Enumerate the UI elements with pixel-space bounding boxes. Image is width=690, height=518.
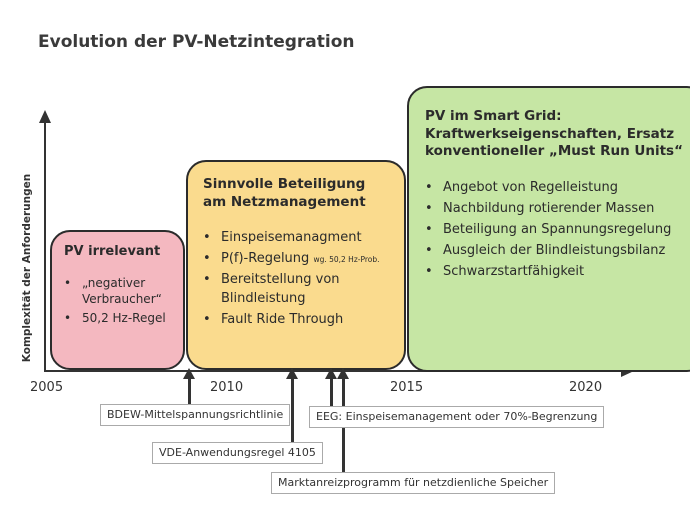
- phase-item-note: wg. 50,2 Hz-Prob.: [313, 255, 380, 265]
- phase-item: 50,2 Hz-Regel: [64, 310, 173, 326]
- phase-item: „negativer Verbraucher“: [64, 275, 173, 307]
- x-tick-2005: 2005: [30, 380, 64, 395]
- milestone-arrow: [325, 368, 337, 406]
- phase-box-smart-grid: PV im Smart Grid: Kraftwerkseigenschafte…: [407, 86, 690, 372]
- phase-item: Bereitstellung von Blindleistung: [203, 271, 392, 307]
- phase-box-pv-irrelevant: PV irrelevant „negativer Verbraucher“ 50…: [50, 230, 185, 370]
- phase-item: Schwarzstartfähigkeit: [425, 263, 690, 281]
- phase-item: Fault Ride Through: [203, 311, 392, 329]
- phase-item: Angebot von Regelleistung: [425, 179, 690, 197]
- x-tick-2010: 2010: [210, 380, 244, 395]
- milestone-arrow: [183, 368, 195, 404]
- phase-item-text: P(f)-Regelung: [221, 251, 310, 267]
- diagram-title: Evolution der PV-Netzintegration: [38, 32, 355, 52]
- x-tick-2020: 2020: [569, 380, 603, 395]
- y-axis-label: Komplexität der Anforderungen: [21, 173, 33, 363]
- milestone-eeg: EEG: Einspeisemanagement oder 70%-Begren…: [309, 406, 605, 428]
- phase-heading: PV im Smart Grid: Kraftwerkseigenschafte…: [425, 108, 683, 160]
- phase-heading: PV irrelevant: [64, 244, 161, 259]
- y-axis: [39, 110, 51, 372]
- phase-item: Einspeisemanagment: [203, 229, 392, 247]
- phase-item: Ausgleich der Blindleistungsbilanz: [425, 242, 690, 260]
- milestone-marktanreiz: Marktanreizprogramm für netzdienliche Sp…: [271, 472, 556, 494]
- milestone-bdew: BDEW-Mittelspannungsrichtlinie: [100, 404, 291, 426]
- phase-item: Nachbildung rotierender Massen: [425, 200, 690, 218]
- phase-heading: Sinnvolle Beteiligung am Netzmanagement: [203, 176, 366, 210]
- milestone-arrow: [286, 368, 298, 442]
- phase-box-netzmanagement: Sinnvolle Beteiligung am Netzmanagement …: [186, 160, 406, 370]
- phase-item: P(f)-Regelung wg. 50,2 Hz-Prob.: [203, 250, 392, 268]
- milestone-vde: VDE-Anwendungsregel 4105: [152, 442, 323, 464]
- x-tick-2015: 2015: [390, 380, 424, 395]
- phase-item: Beteiligung an Spannungsregelung: [425, 221, 690, 239]
